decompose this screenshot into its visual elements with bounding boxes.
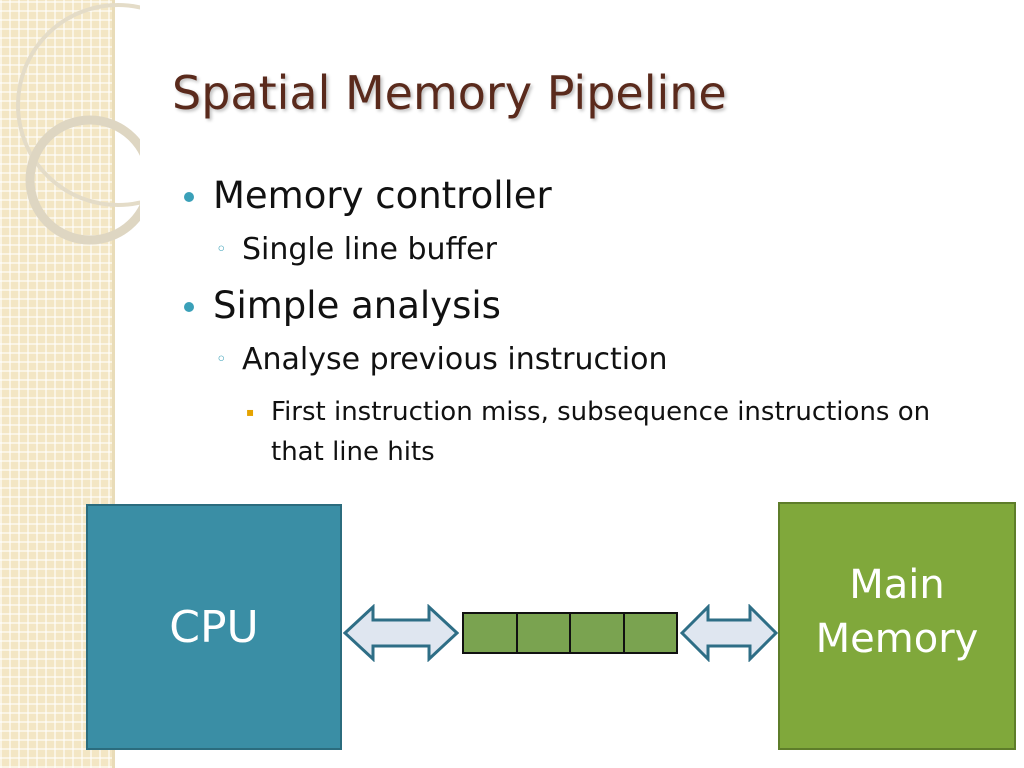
square-bullet-icon: ▪ [246,405,255,419]
cpu-buffer-arrow [343,604,459,662]
buffer-memory-arrow [680,604,778,662]
line-buffer [462,612,678,654]
large-ring [16,3,140,207]
sidebar-edge [112,0,115,768]
double-arrow-icon [343,604,459,662]
bullet-dot-icon [184,192,194,202]
memory-label-line1: Main [849,562,945,608]
bullet-text: Analyse previous instruction [242,342,668,377]
bullet-list: Memory controller ◦ Single line buffer Si… [184,172,984,472]
bullet-text: Single line buffer [242,232,497,267]
slide-title: Spatial Memory Pipeline [172,66,727,120]
buffer-cell [464,614,518,652]
bullet-simple-analysis: Simple analysis [184,282,984,330]
bullet-text: First instruction miss, subsequence inst… [271,397,931,467]
buffer-cell [625,614,677,652]
main-memory-label: Main Memory [816,558,979,666]
small-ring [25,115,140,245]
ring-bullet-icon: ◦ [216,349,227,370]
bullet-text: Simple analysis [213,284,501,327]
decorative-rings [16,3,140,245]
sub-sub-bullet-first-instruction: ▪ First instruction miss, subsequence ins… [246,392,981,472]
buffer-cell [518,614,571,652]
main-memory-box: Main Memory [778,502,1016,750]
double-arrow-icon [680,604,778,662]
cpu-box: CPU [86,504,342,750]
buffer-cell [571,614,625,652]
sub-bullet-analyse-previous: ◦ Analyse previous instruction [216,340,984,380]
cpu-label: CPU [169,601,259,653]
bullet-text: Memory controller [213,174,552,217]
bullet-dot-icon [184,302,194,312]
bullet-memory-controller: Memory controller [184,172,984,220]
ring-bullet-icon: ◦ [216,239,227,260]
memory-label-line2: Memory [815,616,979,662]
sub-bullet-single-line-buffer: ◦ Single line buffer [216,230,984,270]
